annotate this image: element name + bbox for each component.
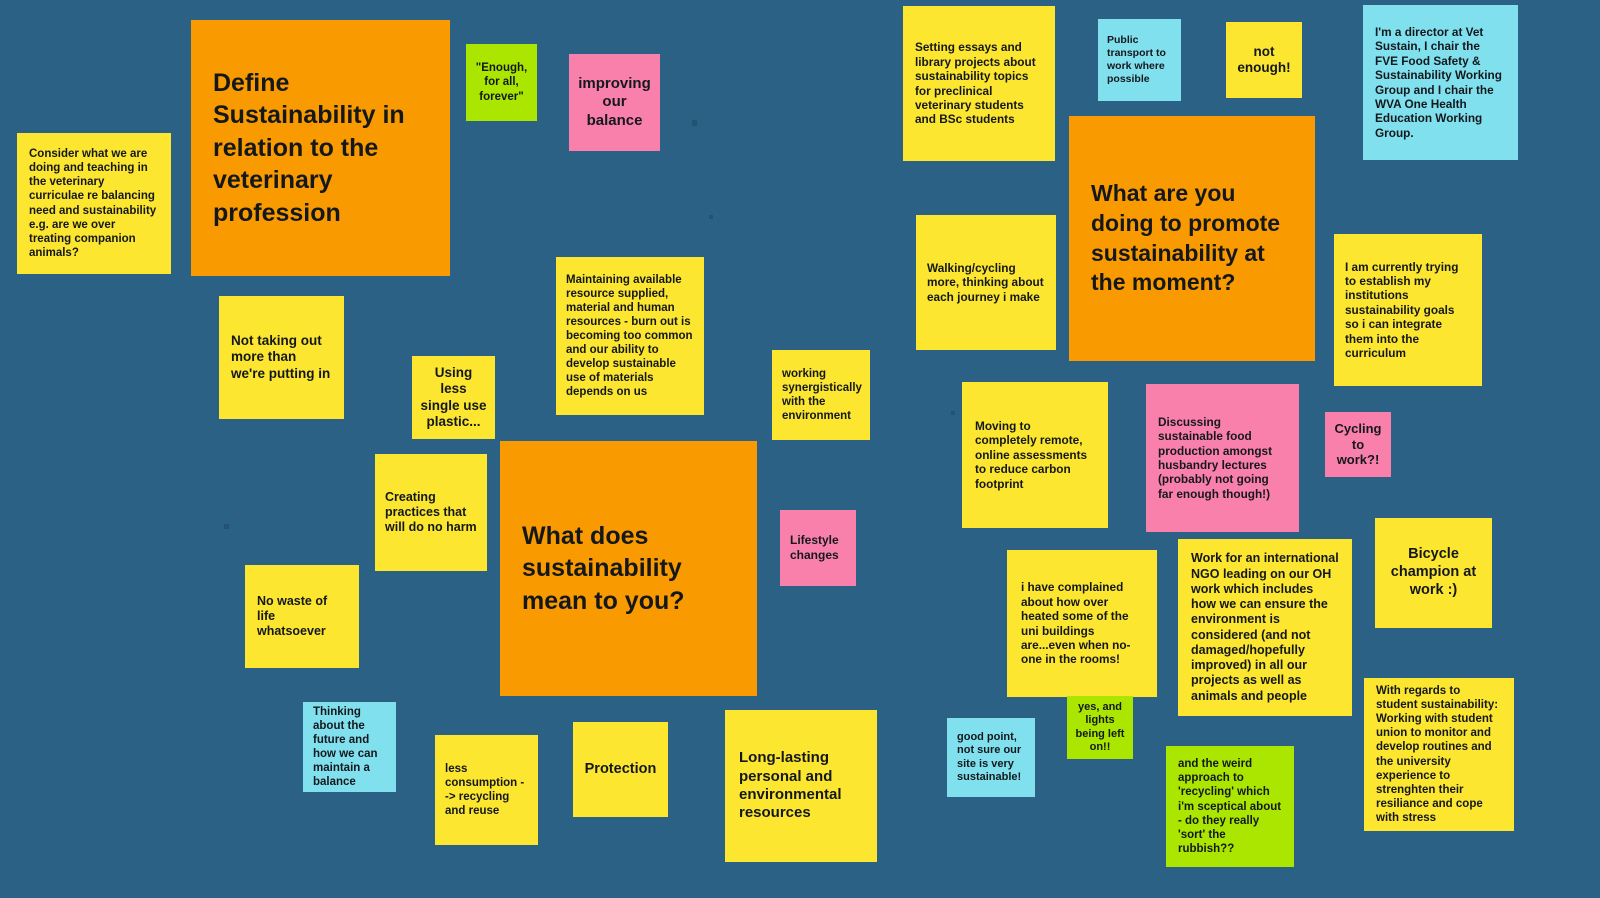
sticky-note[interactable]: Bicycle champion at work :) xyxy=(1375,518,1492,628)
sticky-note[interactable]: Moving to completely remote, online asse… xyxy=(962,382,1108,528)
sticky-note[interactable]: Consider what we are doing and teaching … xyxy=(17,133,171,274)
sticky-note[interactable]: I'm a director at Vet Sustain, I chair t… xyxy=(1363,5,1518,160)
sticky-note[interactable]: "Enough, for all, forever" xyxy=(466,44,537,121)
canvas-mark xyxy=(709,215,713,219)
canvas-mark xyxy=(951,411,955,415)
sticky-note[interactable]: Setting essays and library projects abou… xyxy=(903,6,1055,161)
sticky-note[interactable]: i have complained about how over heated … xyxy=(1007,550,1157,697)
sticky-note[interactable]: Long-lasting personal and environmental … xyxy=(725,710,877,862)
sticky-note[interactable]: Using less single use plastic... xyxy=(412,356,495,439)
sticky-note[interactable]: Not taking out more than we're putting i… xyxy=(219,296,344,419)
sticky-note[interactable]: Protection xyxy=(573,722,668,817)
prompt-card[interactable]: What are you doing to promote sustainabi… xyxy=(1069,116,1315,361)
sticky-note[interactable]: With regards to student sustainability: … xyxy=(1364,678,1514,831)
canvas-mark xyxy=(224,524,229,529)
prompt-card[interactable]: What does sustainability mean to you? xyxy=(500,441,757,696)
sticky-note[interactable]: Lifestyle changes xyxy=(780,510,856,586)
sticky-note[interactable]: Discussing sustainable food production a… xyxy=(1146,384,1299,532)
sticky-note[interactable]: improving our balance xyxy=(569,54,660,151)
sticky-note[interactable]: and the weird approach to 'recycling' wh… xyxy=(1166,746,1294,867)
sticky-note[interactable]: Cycling to work?! xyxy=(1325,412,1391,477)
canvas-mark xyxy=(692,120,697,126)
sticky-note[interactable]: working synergistically with the environ… xyxy=(772,350,870,440)
prompt-card[interactable]: Define Sustainability in relation to the… xyxy=(191,20,450,276)
sticky-note[interactable]: Walking/cycling more, thinking about eac… xyxy=(916,215,1056,350)
sticky-note[interactable]: Creating practices that will do no harm xyxy=(375,454,487,571)
sticky-note[interactable]: I am currently trying to establish my in… xyxy=(1334,234,1482,386)
sticky-note[interactable]: No waste of life whatsoever xyxy=(245,565,359,668)
sticky-note[interactable]: Thinking about the future and how we can… xyxy=(303,702,396,792)
sticky-note[interactable]: not enough! xyxy=(1226,22,1302,98)
sticky-note[interactable]: less consumption --> recycling and reuse xyxy=(435,735,538,845)
sticky-note[interactable]: Maintaining available resource supplied,… xyxy=(556,257,704,415)
sticky-note[interactable]: Public transport to work where possible xyxy=(1098,19,1181,101)
sticky-note[interactable]: Work for an international NGO leading on… xyxy=(1178,539,1352,716)
sticky-note[interactable]: yes, and lights being left on!! xyxy=(1067,696,1133,759)
sticky-note[interactable]: good point, not sure our site is very su… xyxy=(947,718,1035,797)
